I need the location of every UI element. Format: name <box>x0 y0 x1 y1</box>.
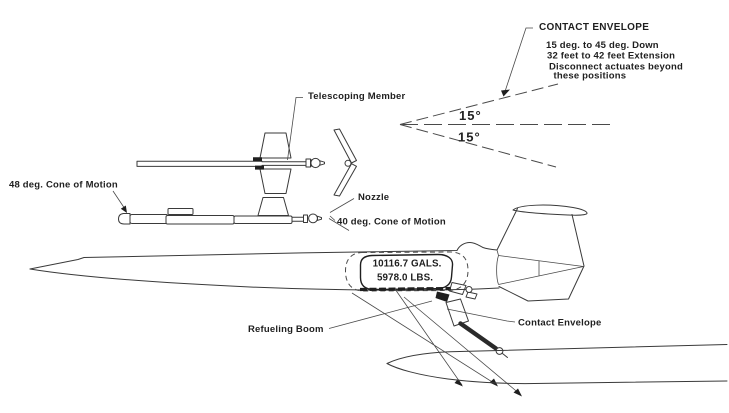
chevron-contact-ring <box>344 159 352 167</box>
extended-boom-view <box>136 128 357 197</box>
angle-upper-label: 15° <box>459 108 482 123</box>
contact-envelope-note-line2: 32 feet to 42 feet Extension <box>547 51 675 62</box>
boom-shaft <box>458 321 499 351</box>
receiver-upper-contour <box>386 344 728 364</box>
telescoping-member-leader <box>287 97 303 161</box>
cone48-leader <box>112 190 126 210</box>
linkage-joint <box>465 286 473 293</box>
envelope-fan-lines <box>351 288 522 396</box>
telescoping-tube <box>261 161 307 166</box>
boom-segment-2 <box>165 215 235 225</box>
angle-lower-label: 15° <box>458 130 481 145</box>
tanker-aircraft <box>29 204 588 302</box>
contact-note-leader <box>504 27 533 94</box>
t-tail-stabilizer <box>512 204 588 216</box>
ruddevator-fins <box>259 132 292 194</box>
boom-pivot-bracket <box>435 291 450 302</box>
receiver-wing-chevron <box>333 128 357 197</box>
fin-mount-blocks <box>253 157 264 170</box>
contact-note-arrowhead <box>501 89 510 97</box>
deployed-boom <box>351 282 522 397</box>
refueling-boom-leader <box>328 300 433 329</box>
contact-envelope-leader <box>446 308 516 323</box>
labels: CONTACT ENVELOPE 15 deg. to 45 deg. Down… <box>9 22 683 335</box>
boom-actuator-linkage <box>449 282 478 300</box>
contact-envelope-note-line1: 15 deg. to 45 deg. Down <box>546 40 659 51</box>
contact-cone <box>399 83 613 168</box>
boom-hook-end <box>118 213 131 225</box>
cone-lower-edge <box>399 124 557 168</box>
stowed-nozzle-tube <box>291 214 322 223</box>
contact-envelope-note-line4: these positions <box>554 71 627 82</box>
receiver-aircraft <box>386 344 728 385</box>
nozzle-bulb <box>310 157 321 169</box>
nozzle-tip-probe <box>502 353 508 358</box>
aft-lower-contour <box>498 265 585 302</box>
boom-segment-1 <box>129 214 169 224</box>
contact-envelope-note-title: CONTACT ENVELOPE <box>539 22 649 33</box>
tank-gallons-label: 10116.7 GALS. <box>373 259 442 270</box>
cone-48-label: 48 deg. Cone of Motion <box>9 180 118 191</box>
cone-upper-edge <box>399 83 559 125</box>
boom-housing <box>445 298 469 327</box>
cone48-arrowhead <box>120 205 127 213</box>
fuel-tank-outline <box>344 251 469 292</box>
fuselage-upper-contour <box>29 208 518 270</box>
boom-segment-3 <box>233 215 293 224</box>
contact-envelope-note-line3: Disconnect actuates beyond <box>549 62 683 73</box>
nozzle-label: Nozzle <box>358 192 389 203</box>
tank-pounds-label: 5978.0 LBS. <box>377 273 433 284</box>
stowed-boom-view <box>118 197 322 225</box>
leader-lines <box>112 27 533 329</box>
stowed-fin <box>257 197 289 216</box>
tail-motion-cone <box>496 249 584 285</box>
contact-envelope-label: Contact Envelope <box>518 318 601 329</box>
nozzle-leaders <box>328 198 355 231</box>
tank-heavy-underline <box>359 286 452 292</box>
receiver-lower-contour <box>386 363 728 385</box>
telescoping-member-label: Telescoping Member <box>308 91 405 102</box>
boom-main-tube <box>136 160 263 167</box>
cone-40-label: 40 deg. Cone of Motion <box>337 217 446 228</box>
boom-top-fitting <box>167 208 194 215</box>
fin-trailing-edge <box>571 214 585 267</box>
refueling-boom-label: Refueling Boom <box>248 324 324 335</box>
stowed-nozzle-bulb <box>308 213 318 224</box>
